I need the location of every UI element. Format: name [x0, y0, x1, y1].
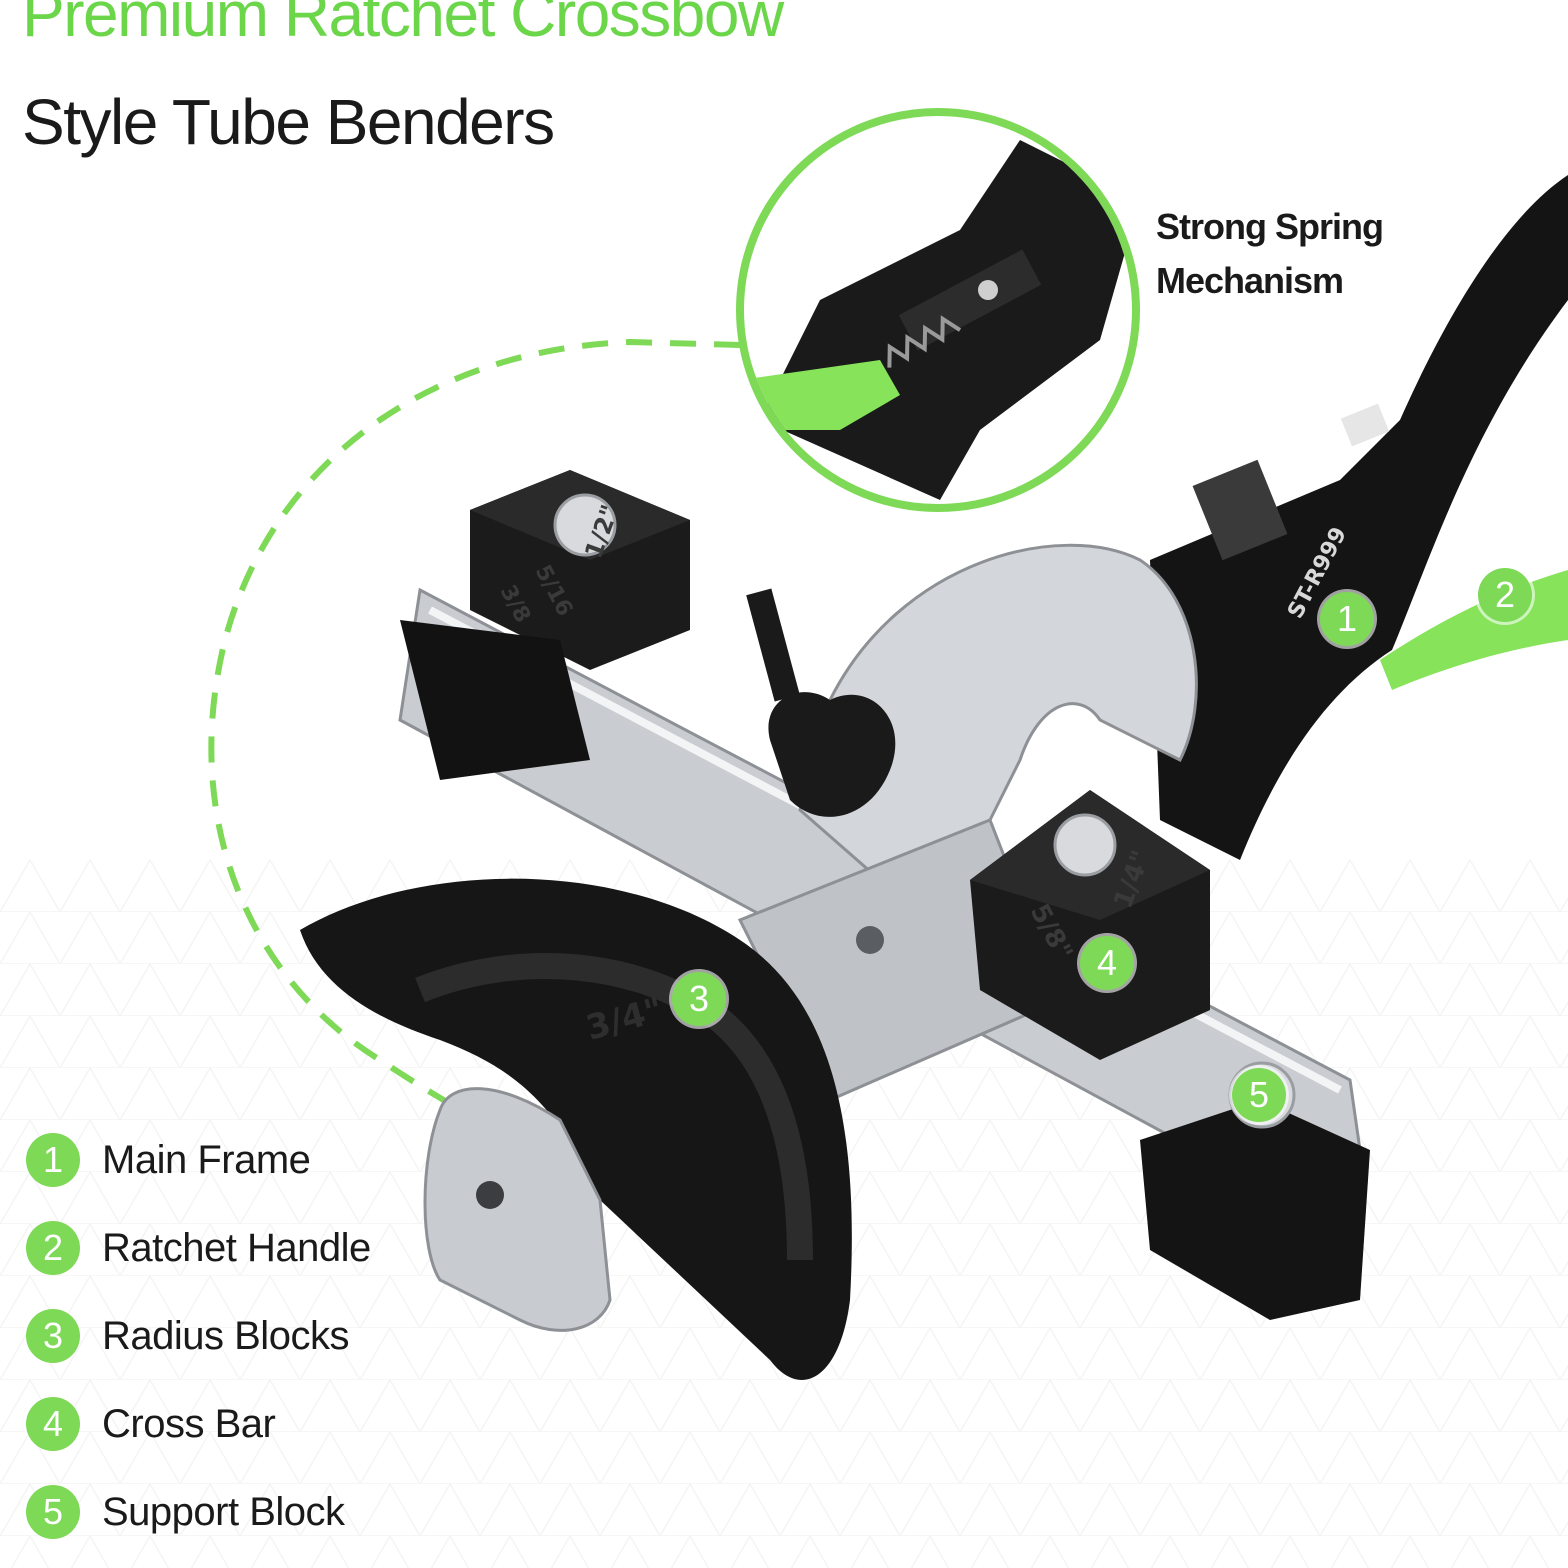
marker-5: 5: [1232, 1068, 1286, 1122]
spring-callout: Strong Spring Mechanism: [1156, 200, 1456, 308]
support-block-bottom-right: [1140, 1100, 1370, 1320]
marker-4: 4: [1080, 936, 1134, 990]
legend-item: 1 Main Frame: [26, 1116, 506, 1204]
headline-line-2: Style Tube Benders: [22, 86, 555, 158]
wing-nut-stem: [746, 588, 800, 702]
legend-item: 5 Support Block: [26, 1468, 506, 1556]
plate-hole: [856, 926, 884, 954]
legend-number-badge: 2: [26, 1221, 80, 1275]
chrome-slide-block: [423, 1087, 612, 1332]
legend-label: Main Frame: [102, 1137, 311, 1182]
legend-label: Ratchet Handle: [102, 1225, 371, 1270]
legend-item: 2 Ratchet Handle: [26, 1204, 506, 1292]
frame-window-2: [1340, 403, 1390, 447]
legend-label: Cross Bar: [102, 1401, 276, 1446]
frame-window-1: [1192, 459, 1288, 561]
headline-line-1: Premium Ratchet Crossbow: [22, 0, 784, 50]
marker-1: 1: [1320, 592, 1374, 646]
legend-label: Support Block: [102, 1489, 345, 1534]
legend-number-badge: 5: [26, 1485, 80, 1539]
legend-number-badge: 4: [26, 1397, 80, 1451]
main-frame-arm: [1150, 175, 1568, 860]
inset-green-handle: [744, 360, 900, 430]
marker-2: 2: [1478, 568, 1532, 622]
marker-3: 3: [672, 972, 726, 1026]
callout-line-1: Strong Spring: [1156, 206, 1384, 247]
parts-legend: 1 Main Frame 2 Ratchet Handle 3 Radius B…: [26, 1116, 506, 1556]
legend-number-badge: 1: [26, 1133, 80, 1187]
lower-block-left: [400, 620, 590, 780]
wing-nut: [768, 692, 896, 817]
chrome-body: [798, 543, 1198, 882]
legend-label: Radius Blocks: [102, 1313, 349, 1358]
spring-zoom-inset: [736, 108, 1140, 512]
legend-item: 3 Radius Blocks: [26, 1292, 506, 1380]
legend-item: 4 Cross Bar: [26, 1380, 506, 1468]
spring-coil: [887, 315, 962, 368]
callout-line-2: Mechanism: [1156, 260, 1344, 301]
legend-number-badge: 3: [26, 1309, 80, 1363]
dashed-guide-line: [208, 338, 741, 1141]
